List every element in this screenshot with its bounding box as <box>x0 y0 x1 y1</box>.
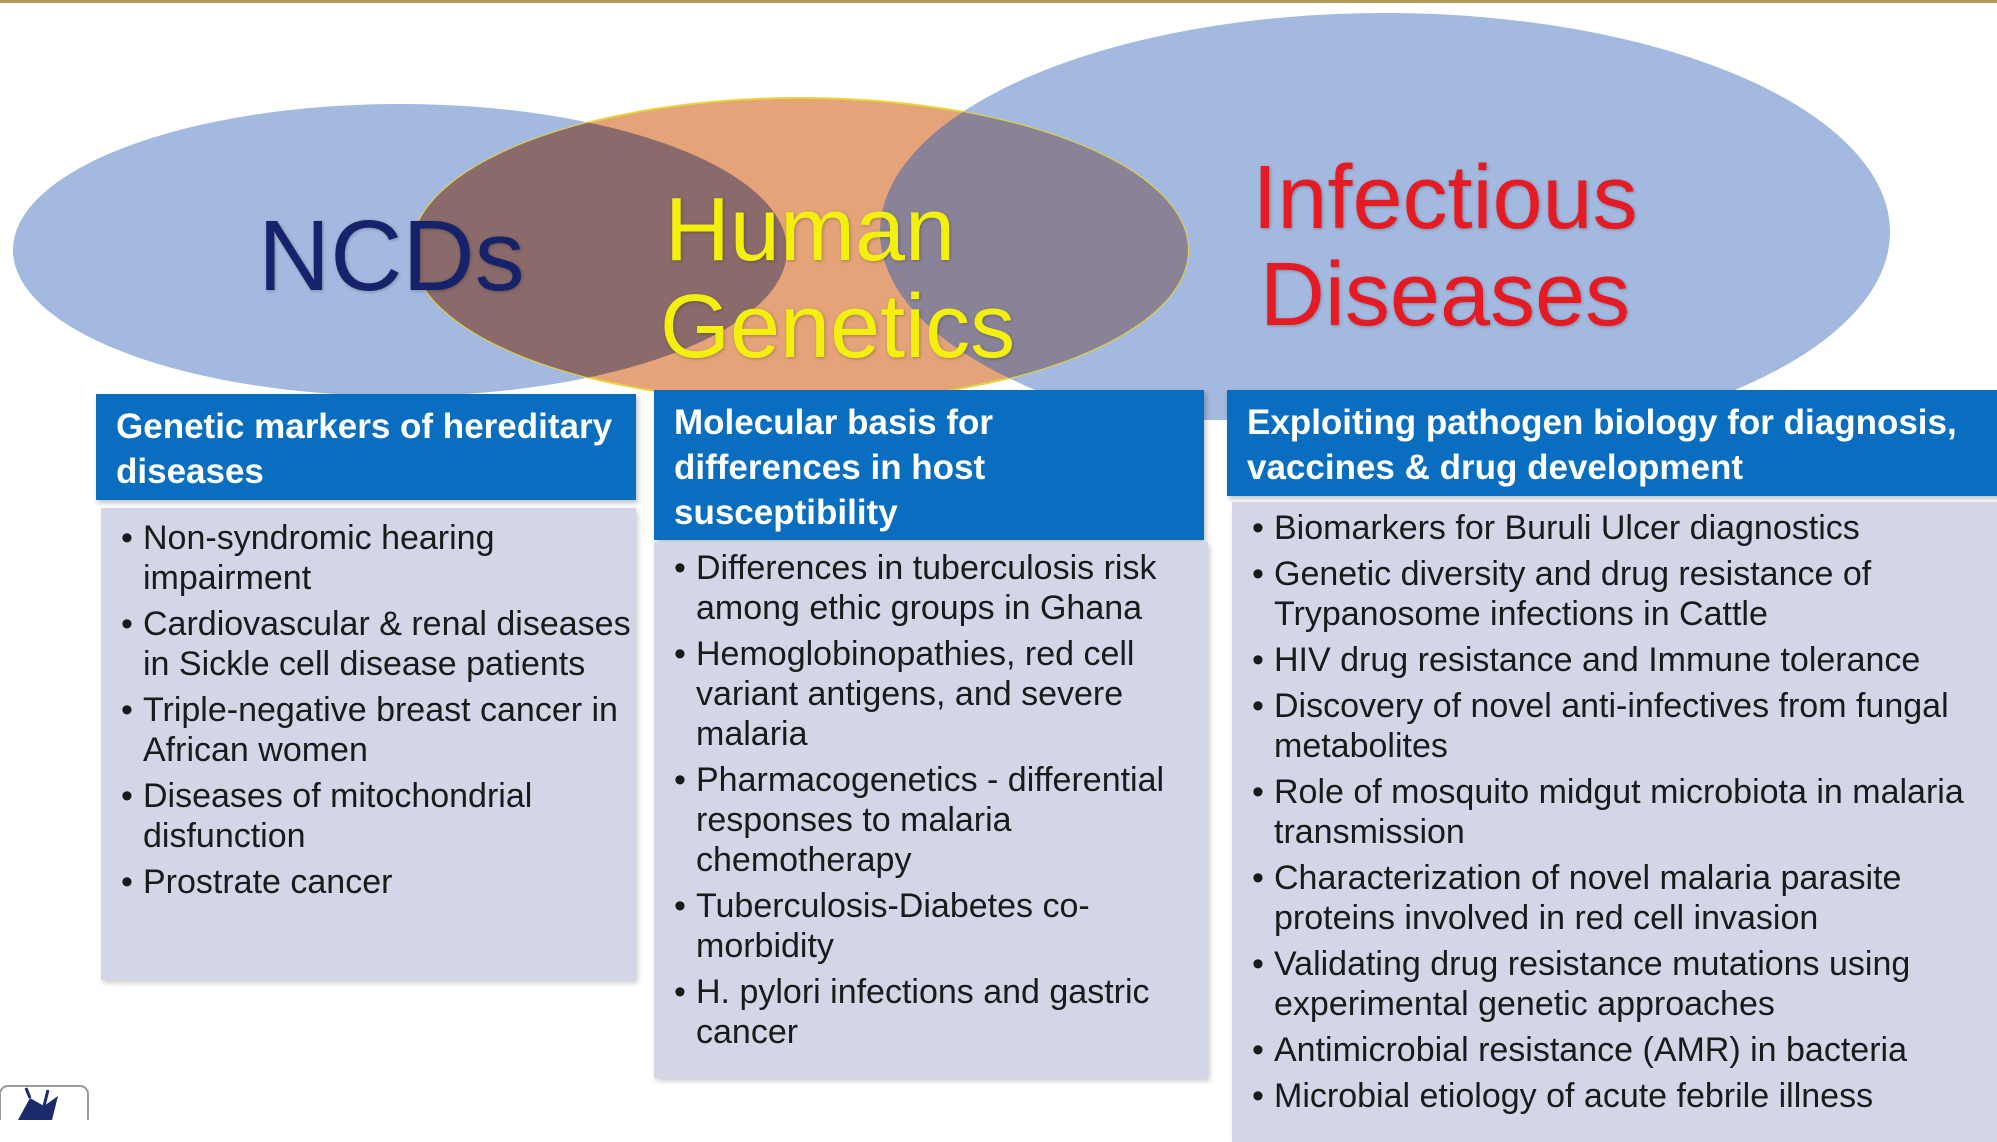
genetics-panel-header: Molecular basis for differences in host … <box>654 390 1204 540</box>
overlap-genetics-infectious <box>880 98 1188 402</box>
list-item: Differences in tuberculosis risk among e… <box>662 548 1208 628</box>
list-item: Non-syndromic hearing impairment <box>109 518 636 598</box>
infectious-panel-header: Exploiting pathogen biology for diagnosi… <box>1227 390 1997 496</box>
list-item: Pharmacogenetics - differential response… <box>662 760 1208 880</box>
list-item: Characterization of novel malaria parasi… <box>1240 858 1997 938</box>
corner-logo-icon <box>0 1085 89 1120</box>
genetics-item-list: Differences in tuberculosis risk among e… <box>662 548 1208 1052</box>
infectious-line2: Diseases <box>1259 245 1631 346</box>
infectious-line1: Infectious <box>1252 148 1638 248</box>
ncd-panel-header: Genetic markers of hereditary diseases <box>96 394 636 500</box>
genetics-panel-body: Differences in tuberculosis risk among e… <box>654 542 1208 1078</box>
list-item: HIV drug resistance and Immune tolerance <box>1240 640 1997 680</box>
human-genetics-label: Human Genetics <box>660 180 1016 378</box>
list-item: Triple-negative breast cancer in African… <box>109 690 636 770</box>
list-item: Prostrate cancer <box>109 862 636 902</box>
human-genetics-line2: Genetics <box>660 277 1016 378</box>
overlap-ncds-genetics <box>412 104 787 396</box>
list-item: Genetic diversity and drug resistance of… <box>1240 554 1997 634</box>
list-item: Hemoglobinopathies, red cell variant ant… <box>662 634 1208 754</box>
list-item: Biomarkers for Buruli Ulcer diagnostics <box>1240 508 1997 548</box>
infectious-item-list: Biomarkers for Buruli Ulcer diagnostics … <box>1240 508 1997 1116</box>
list-item: H. pylori infections and gastric cancer <box>662 972 1208 1052</box>
infectious-label: Infectious Diseases <box>1250 148 1640 346</box>
list-item: Diseases of mitochondrial disfunction <box>109 776 636 856</box>
ncd-item-list: Non-syndromic hearing impairment Cardiov… <box>109 518 636 902</box>
list-item: Microbial etiology of acute febrile illn… <box>1240 1076 1997 1116</box>
infectious-panel-body: Biomarkers for Buruli Ulcer diagnostics … <box>1232 502 1997 1142</box>
list-item: Cardiovascular & renal diseases in Sickl… <box>109 604 636 684</box>
list-item: Role of mosquito midgut microbiota in ma… <box>1240 772 1997 852</box>
list-item: Validating drug resistance mutations usi… <box>1240 944 1997 1024</box>
list-item: Antimicrobial resistance (AMR) in bacter… <box>1240 1030 1997 1070</box>
top-rule <box>0 0 1997 3</box>
human-genetics-line1: Human <box>664 180 956 280</box>
ncd-panel-body: Non-syndromic hearing impairment Cardiov… <box>101 508 636 980</box>
list-item: Discovery of novel anti-infectives from … <box>1240 686 1997 766</box>
list-item: Tuberculosis-Diabetes co-morbidity <box>662 886 1208 966</box>
venn-diagram <box>13 13 1890 420</box>
ncds-label: NCDs <box>258 200 525 312</box>
